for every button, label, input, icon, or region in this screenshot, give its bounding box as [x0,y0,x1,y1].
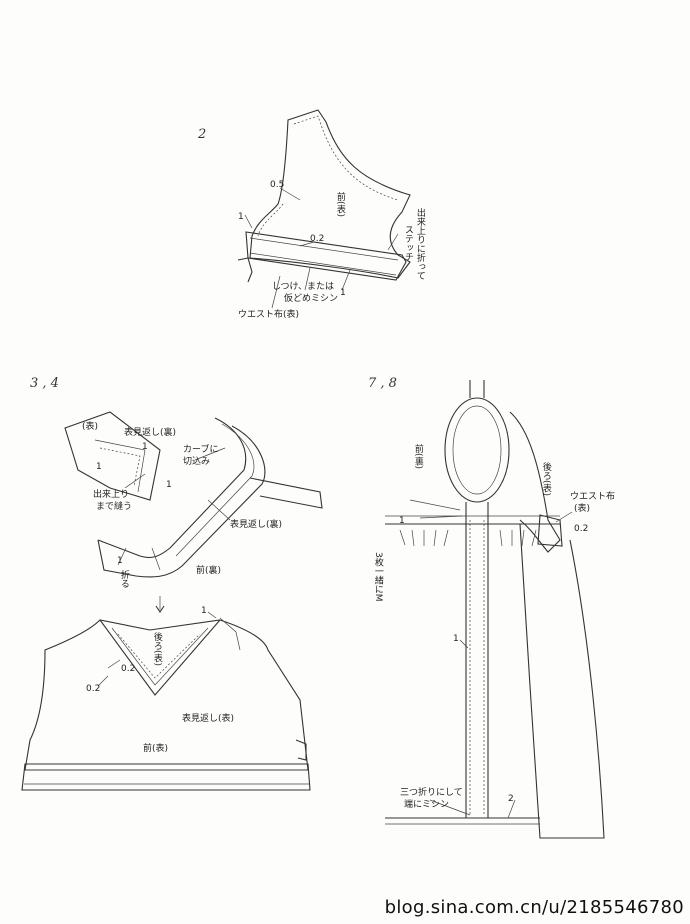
s78-measure-2: 2 [508,794,514,804]
s34-measure-1b: 1 [96,462,102,472]
s78-measure-1b: 1 [453,634,459,644]
step78-diagram [385,380,605,839]
s34-front-omote-label: 前(表) [143,744,169,754]
step-78-number: 7 , 8 [368,376,397,391]
s34-fold-label: 折る [118,570,129,588]
s34-facing-back-label: 表見返し(裏) [124,428,177,438]
s34-measure-02b: 0.2 [86,684,101,694]
s78-back-omote-label: 後ろ(表) [540,462,551,497]
s34-facing-back2-label: 表見返し(裏) [230,520,283,530]
s34-omote-label: (表) [82,422,99,432]
s2-waist-cloth-label: ウエスト布(表) [238,310,300,320]
s34-measure-1c: 1 [166,480,172,490]
s34-front-back-label: 前(裏) [196,566,222,576]
s2-basting-label: しつけ、または [272,282,335,292]
s34-measure-02a: 0.2 [121,664,136,674]
s34-back-omote-label: 後ろ(表) [151,632,162,667]
s34-measure-1a: 1 [142,442,148,452]
s78-measure-02: 0.2 [574,524,589,534]
s34-measure-1d: 1 [117,556,123,566]
s78-hem-sew-label: 端にミシン [404,800,450,810]
s34-finish-sew2-label: まで縫う [96,502,133,512]
s2-measure-02: 0.2 [310,234,325,244]
step34-facing-diagram [64,411,323,578]
s2-measure-1b: 1 [340,288,346,298]
step-34-number: 3 , 4 [30,376,59,391]
s2-measure-1: 1 [238,212,244,222]
s34-measure-1e: 1 [201,606,207,616]
s34-facing-omote-label: 表見返し(表) [182,714,235,724]
step2-diagram [237,109,411,309]
s78-three-layers-label: 3枚一緒にM [372,552,383,602]
s34-curve-label: カーブに [183,445,219,455]
s2-stitch-label: ステッチ [402,225,413,261]
s78-front-back-label: 前(裏) [412,444,423,470]
s2-front-label: 前(表) [334,192,345,218]
s2-finish-fold-label: 出来上りに折って [414,208,425,280]
step-2-number: 2 [198,127,207,142]
s34-notch-label: 切込み [183,457,211,467]
s78-measure-1: 1 [399,516,405,526]
s78-tri-fold-label: 三つ折りにして [400,788,463,798]
s78-waist-cloth2-label: (表) [574,504,591,514]
step34-bodice-diagram [21,596,311,791]
s2-measure-05: 0.5 [270,180,285,190]
s2-temp-stitch-label: 仮どめミシン [284,294,339,304]
s78-waist-cloth-label: ウエスト布 [570,492,616,502]
watermark-text: blog.sina.com.cn/u/2185546780 [384,897,684,918]
s34-finish-sew-label: 出来上り [93,490,130,500]
